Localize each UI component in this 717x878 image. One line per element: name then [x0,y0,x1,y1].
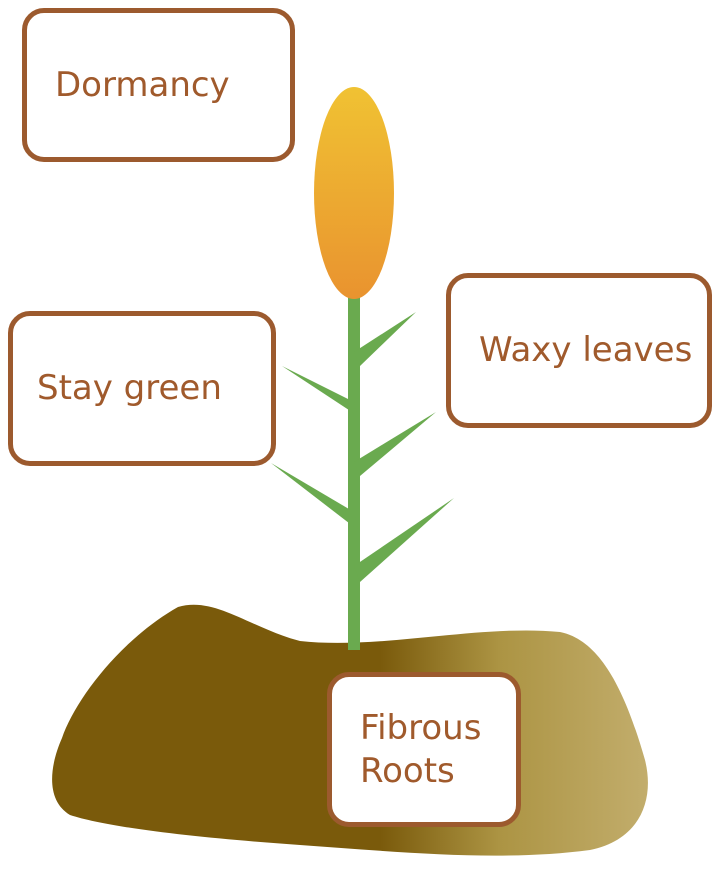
label-box-dormancy: Dormancy [22,8,295,162]
leaf-left-1 [282,366,358,416]
leaf-right-1 [354,312,416,366]
grain-head [314,87,394,299]
leaf-right-3 [354,498,454,582]
label-box-stay-green: Stay green [8,311,276,466]
label-dormancy: Dormancy [55,64,230,107]
label-box-fibrous-roots: Fibrous Roots [327,672,521,827]
label-waxy-leaves: Waxy leaves [479,329,692,372]
label-box-waxy-leaves: Waxy leaves [446,273,712,428]
leaf-left-2 [271,463,358,530]
label-fibrous-roots: Fibrous Roots [360,707,481,792]
leaves [271,312,454,582]
leaf-right-2 [354,412,436,476]
label-stay-green: Stay green [37,367,222,410]
